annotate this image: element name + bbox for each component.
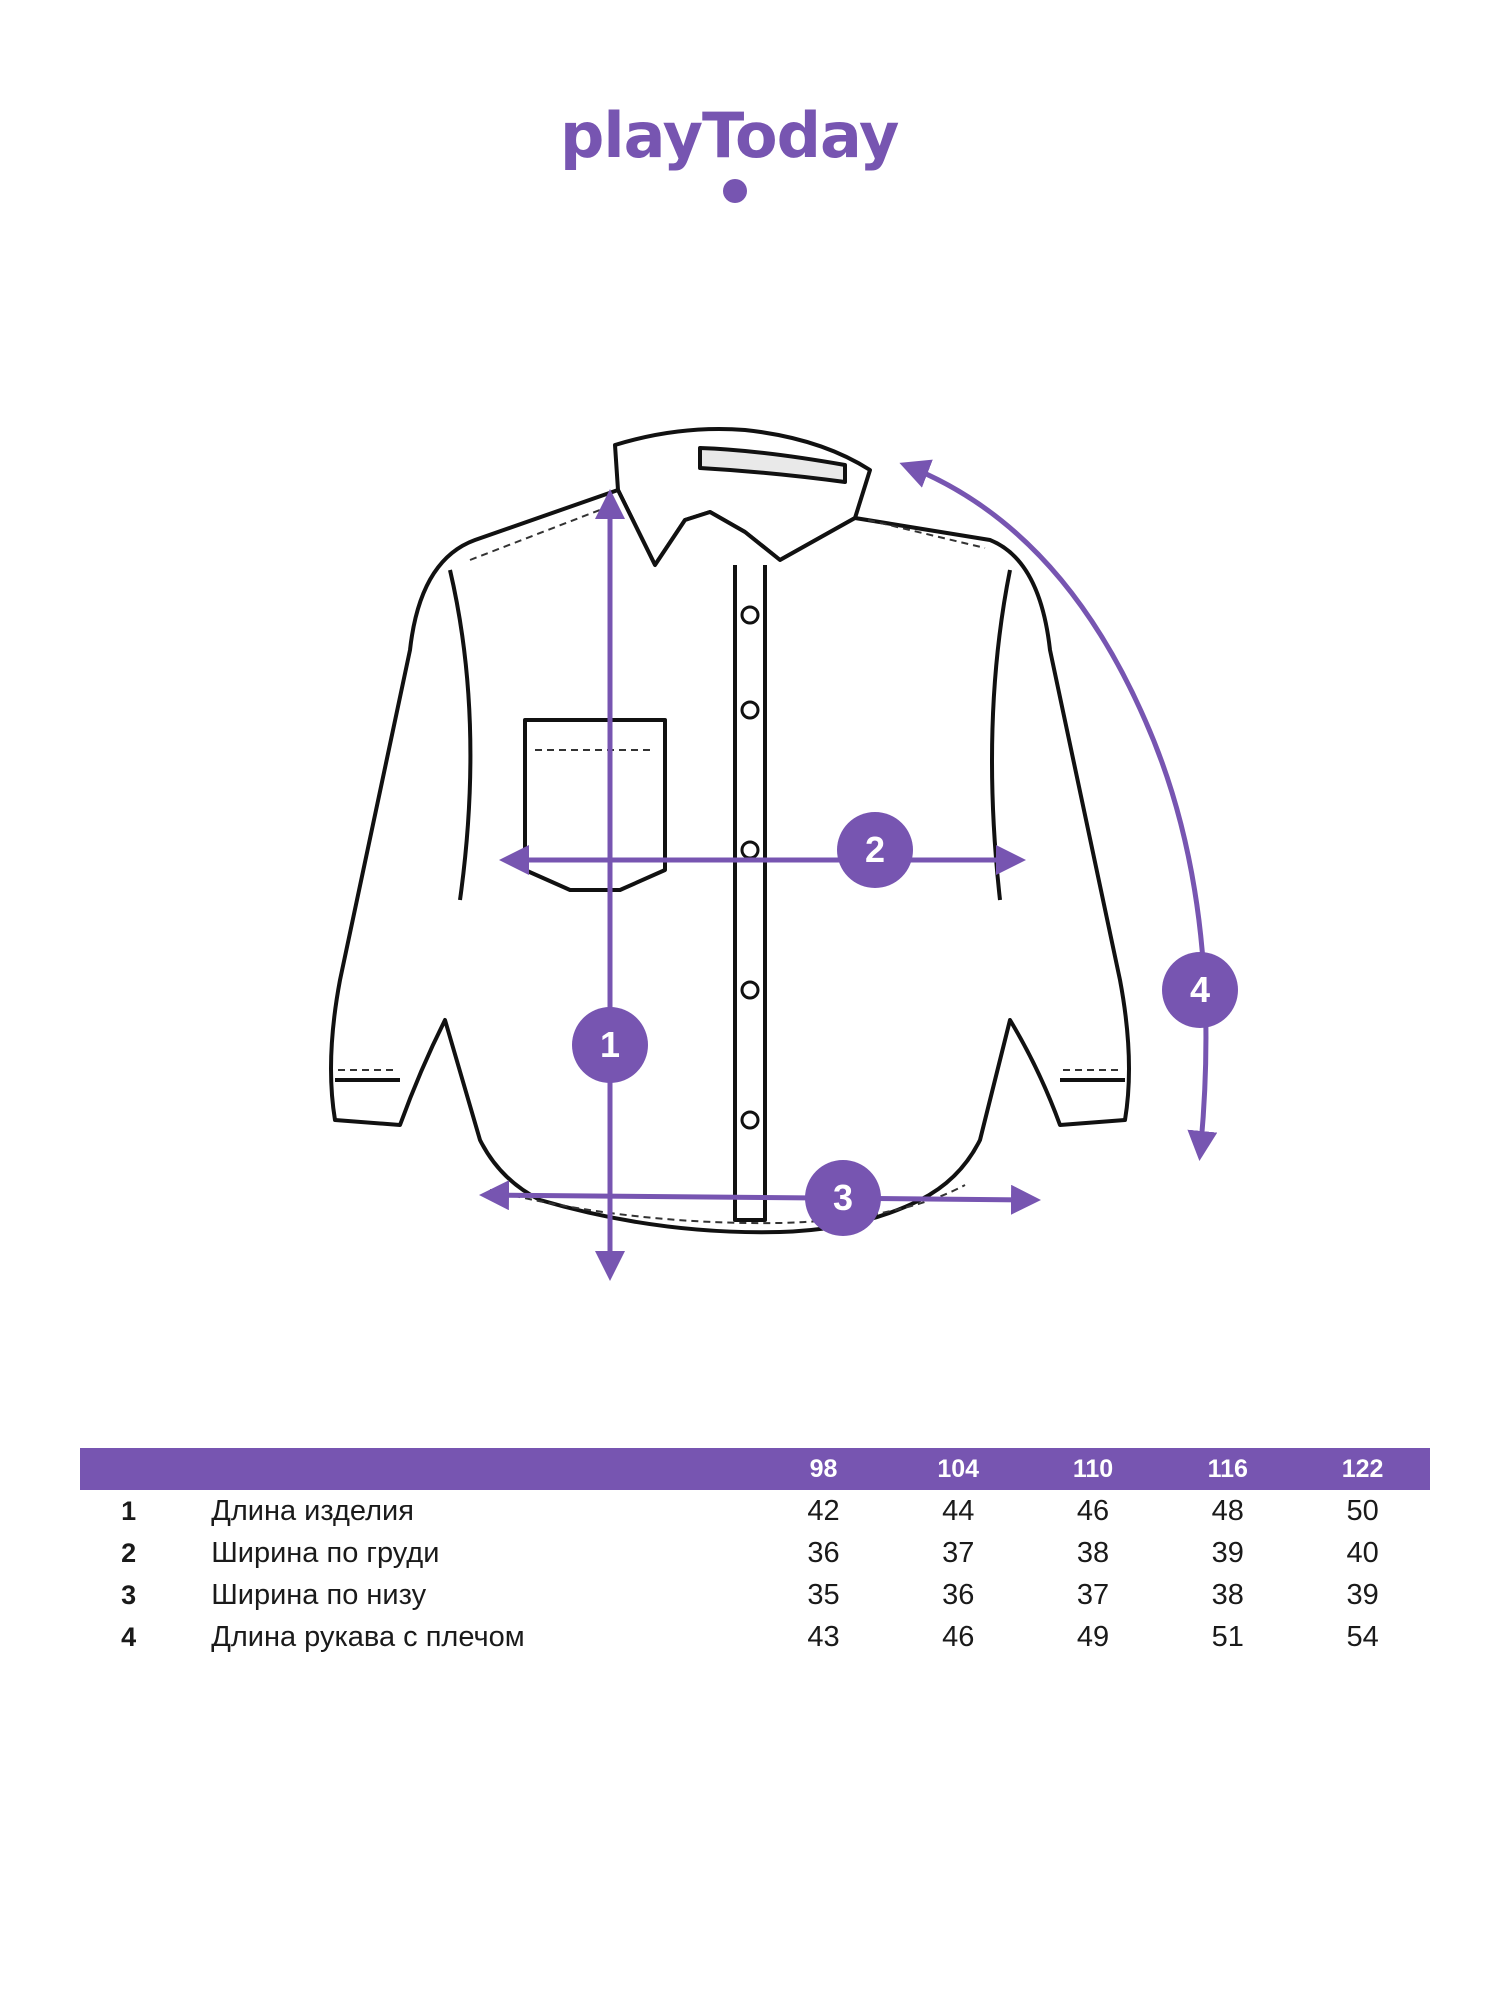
header-blank <box>80 1448 178 1490</box>
cell-value: 38 <box>1211 1578 1244 1611</box>
size-header: 104 <box>890 1448 1026 1490</box>
shirt-diagram: 1 2 3 4 <box>329 427 1238 1281</box>
cell-value: 36 <box>942 1578 975 1611</box>
cell-value: 44 <box>942 1494 975 1527</box>
cell-value: 54 <box>1346 1620 1379 1653</box>
svg-text:1: 1 <box>600 1024 620 1065</box>
cell-value: 35 <box>807 1578 840 1611</box>
cell-value: 51 <box>1211 1620 1244 1653</box>
cell-value: 46 <box>942 1620 975 1653</box>
row-number: 2 <box>121 1537 137 1568</box>
row-number: 4 <box>121 1621 137 1652</box>
size-header: 122 <box>1295 1448 1430 1490</box>
cell-value: 42 <box>807 1494 840 1527</box>
cell-value: 48 <box>1211 1494 1244 1527</box>
cell-value: 40 <box>1346 1536 1379 1569</box>
cell-value: 49 <box>1076 1620 1110 1653</box>
marker-1: 1 <box>572 1007 648 1083</box>
size-table: 98 104 110 116 122 1 Длина изделия 42 44… <box>80 1448 1430 1658</box>
cell-value: 39 <box>1211 1536 1244 1569</box>
row-label: Ширина по низу <box>211 1578 427 1611</box>
cell-value: 36 <box>807 1536 840 1569</box>
size-header: 98 <box>756 1448 891 1490</box>
logo-dot <box>723 179 747 203</box>
table-row: 3 Ширина по низу 35 36 37 38 39 <box>80 1574 1430 1616</box>
table-row: 4 Длина рукава с плечом 43 46 49 51 54 <box>80 1616 1430 1658</box>
row-label: Длина рукава с плечом <box>211 1620 525 1653</box>
row-number: 3 <box>121 1579 137 1610</box>
marker-4: 4 <box>1162 952 1238 1028</box>
shirt-outline <box>329 427 1131 1235</box>
header-blank <box>177 1448 757 1490</box>
cell-value: 46 <box>1076 1494 1110 1527</box>
cell-value: 37 <box>942 1536 975 1569</box>
row-number: 1 <box>121 1495 137 1526</box>
svg-text:2: 2 <box>865 829 885 870</box>
marker-3: 3 <box>805 1160 881 1236</box>
size-header: 116 <box>1160 1448 1296 1490</box>
marker-2: 2 <box>837 812 913 888</box>
cell-value: 37 <box>1076 1578 1110 1611</box>
svg-text:3: 3 <box>833 1177 853 1218</box>
row-label: Длина изделия <box>211 1494 414 1527</box>
svg-text:4: 4 <box>1190 969 1210 1010</box>
cell-value: 43 <box>807 1620 840 1653</box>
size-header: 110 <box>1025 1448 1161 1490</box>
size-header-row: 98 104 110 116 122 <box>80 1448 1430 1490</box>
cell-value: 50 <box>1346 1494 1379 1527</box>
brand-logo: playToday <box>560 99 900 203</box>
cell-value: 38 <box>1076 1536 1110 1569</box>
table-row: 1 Длина изделия 42 44 46 48 50 <box>80 1490 1430 1532</box>
table-row: 2 Ширина по груди 36 37 38 39 40 <box>80 1532 1430 1574</box>
brand-logo-text: playToday <box>560 99 899 172</box>
row-label: Ширина по груди <box>211 1536 440 1569</box>
cell-value: 39 <box>1346 1578 1379 1611</box>
measure-line-3 <box>479 1180 1041 1215</box>
